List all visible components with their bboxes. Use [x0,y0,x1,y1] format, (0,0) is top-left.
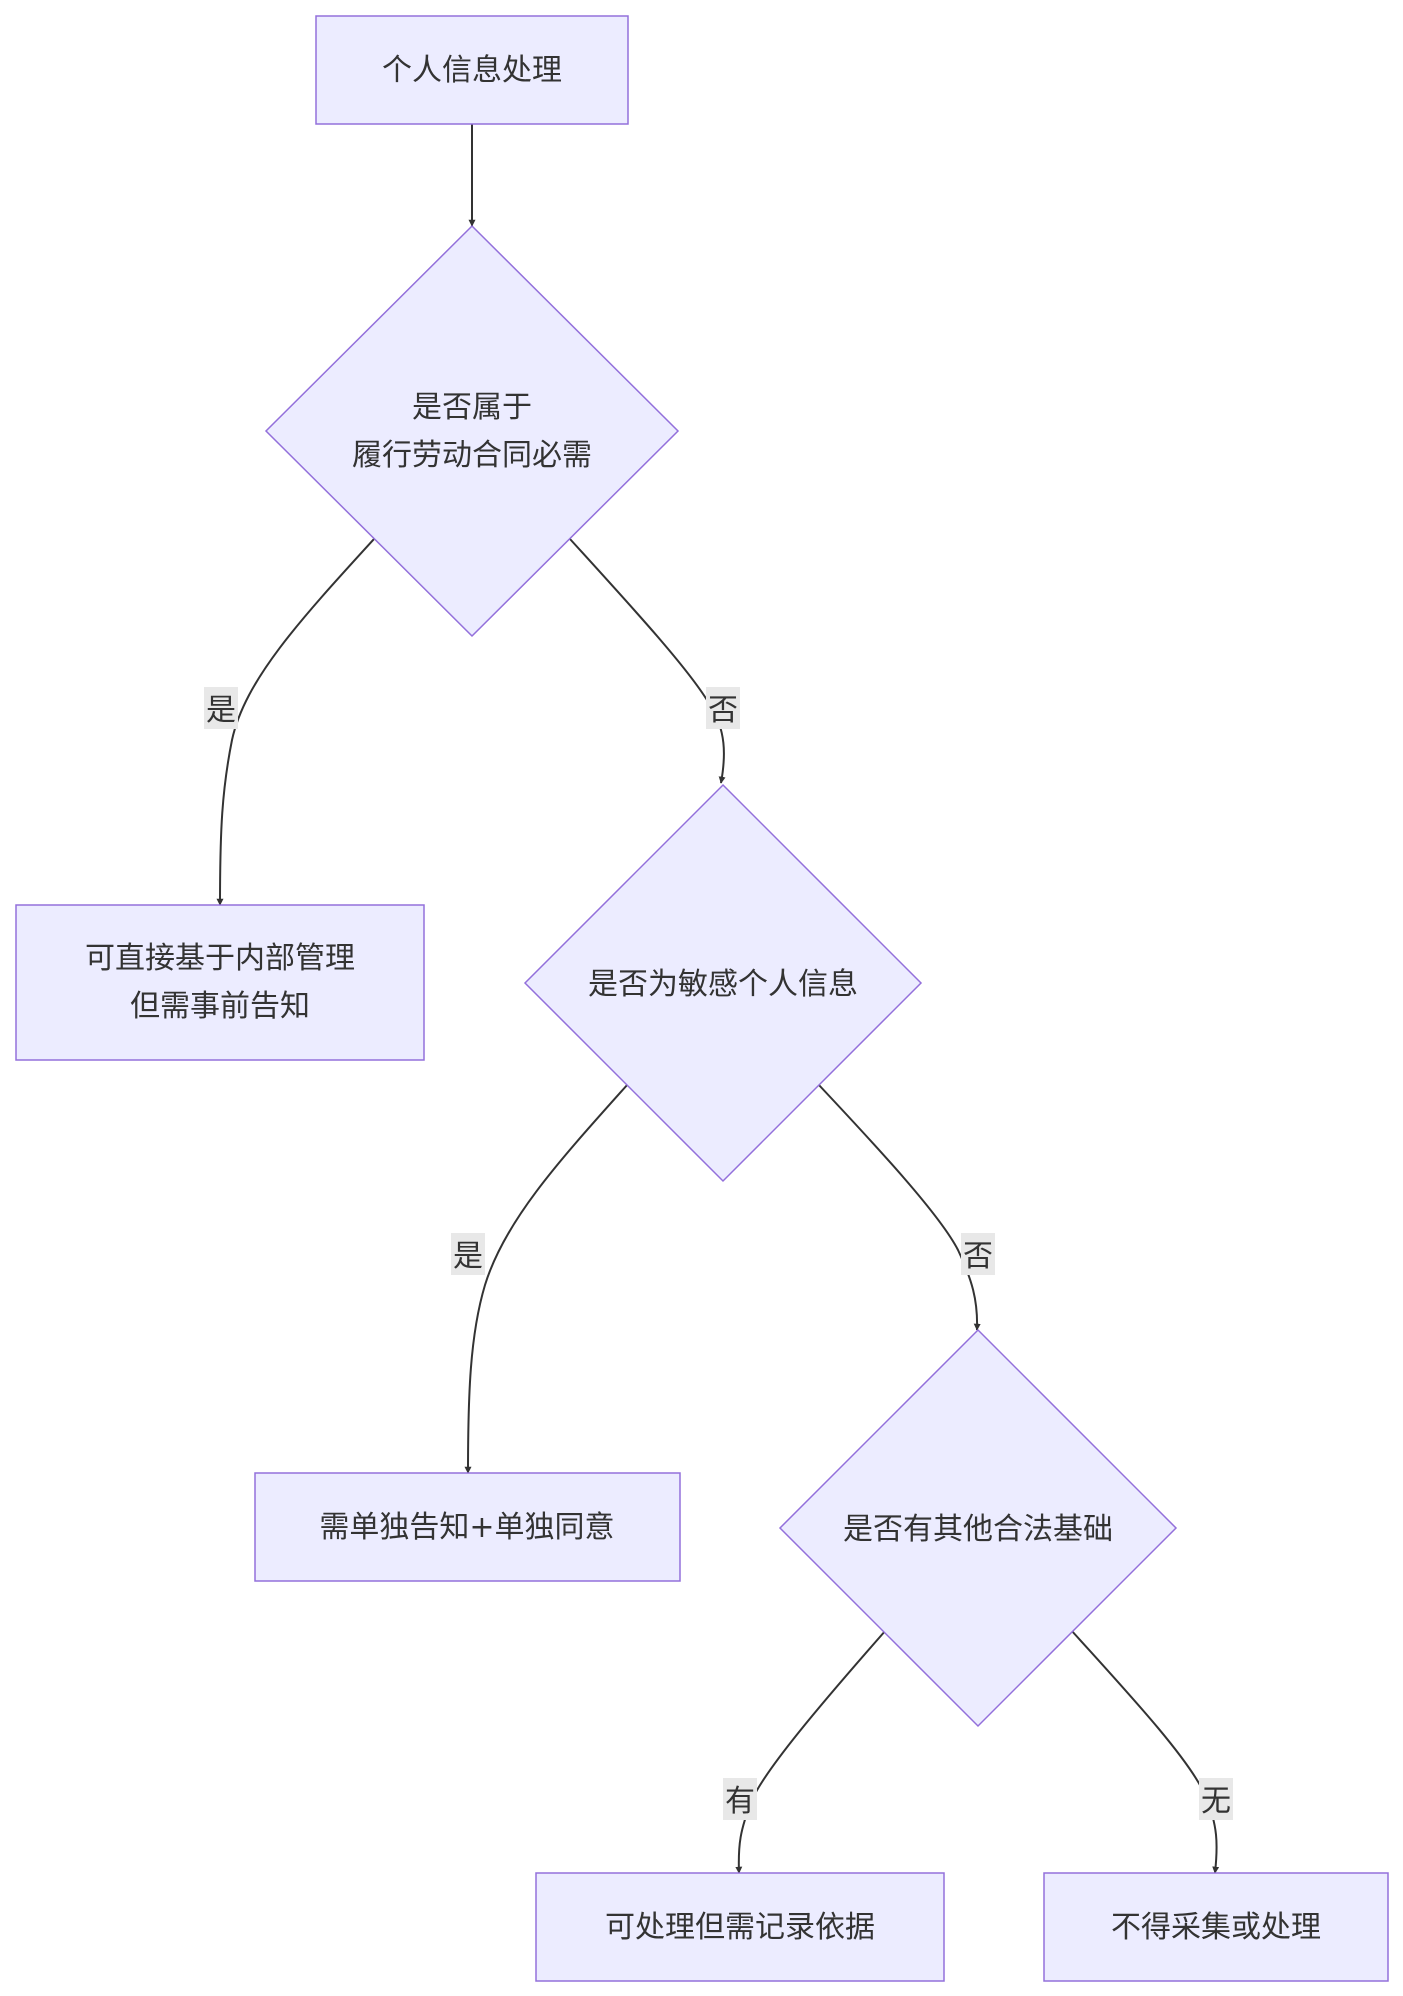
node-result-consent: 需单独告知+单独同意 [254,1472,681,1582]
edge-label-contract-no: 否 [706,687,740,729]
edge-sensitive-no [817,1083,981,1331]
node-decision-sensitive: 是否为敏感个人信息 [523,783,923,1183]
edge-label-contract-yes-text: 是 [206,693,236,728]
node-start: 个人信息处理 [315,15,629,125]
node-result-forbidden-label: 不得采集或处理 [1111,1910,1321,1945]
node-start-label: 个人信息处理 [382,53,562,88]
edge-legal-no [1070,1629,1220,1874]
node-decision-contract-line1: 是否属于 [412,390,532,425]
edge-label-legal-yes: 有 [723,1778,757,1820]
edge-label-sensitive-yes: 是 [451,1233,485,1275]
edge-label-legal-no-text: 无 [1201,1784,1231,1819]
node-result-direct-line1: 可直接基于内部管理 [85,941,355,976]
edge-contract-yes [216,538,375,906]
node-result-record: 可处理但需记录依据 [535,1872,945,1982]
edge-label-legal-no: 无 [1199,1778,1233,1820]
edge-label-contract-no-text: 否 [708,693,738,728]
edge-label-contract-yes: 是 [204,687,238,729]
edge-label-sensitive-no-text: 否 [963,1239,993,1274]
node-result-direct: 可直接基于内部管理 但需事前告知 [15,904,425,1061]
edge-legal-yes [735,1629,887,1874]
node-result-consent-label: 需单独告知+单独同意 [319,1510,614,1545]
edge-label-sensitive-no: 否 [961,1233,995,1275]
edge-label-legal-yes-text: 有 [725,1784,755,1819]
edge-contract-no [569,538,726,784]
node-decision-legal-label: 是否有其他合法基础 [843,1512,1113,1547]
node-decision-legal: 是否有其他合法基础 [778,1328,1178,1728]
edge-label-sensitive-yes-text: 是 [453,1239,483,1274]
node-decision-sensitive-label: 是否为敏感个人信息 [588,967,858,1002]
node-result-direct-line2: 但需事前告知 [130,989,310,1024]
node-decision-contract: 是否属于 履行劳动合同必需 [264,224,680,638]
node-result-forbidden: 不得采集或处理 [1043,1872,1389,1982]
node-decision-contract-line2: 履行劳动合同必需 [352,438,592,473]
edge-sensitive-yes [464,1083,629,1474]
node-result-record-label: 可处理但需记录依据 [605,1910,875,1945]
